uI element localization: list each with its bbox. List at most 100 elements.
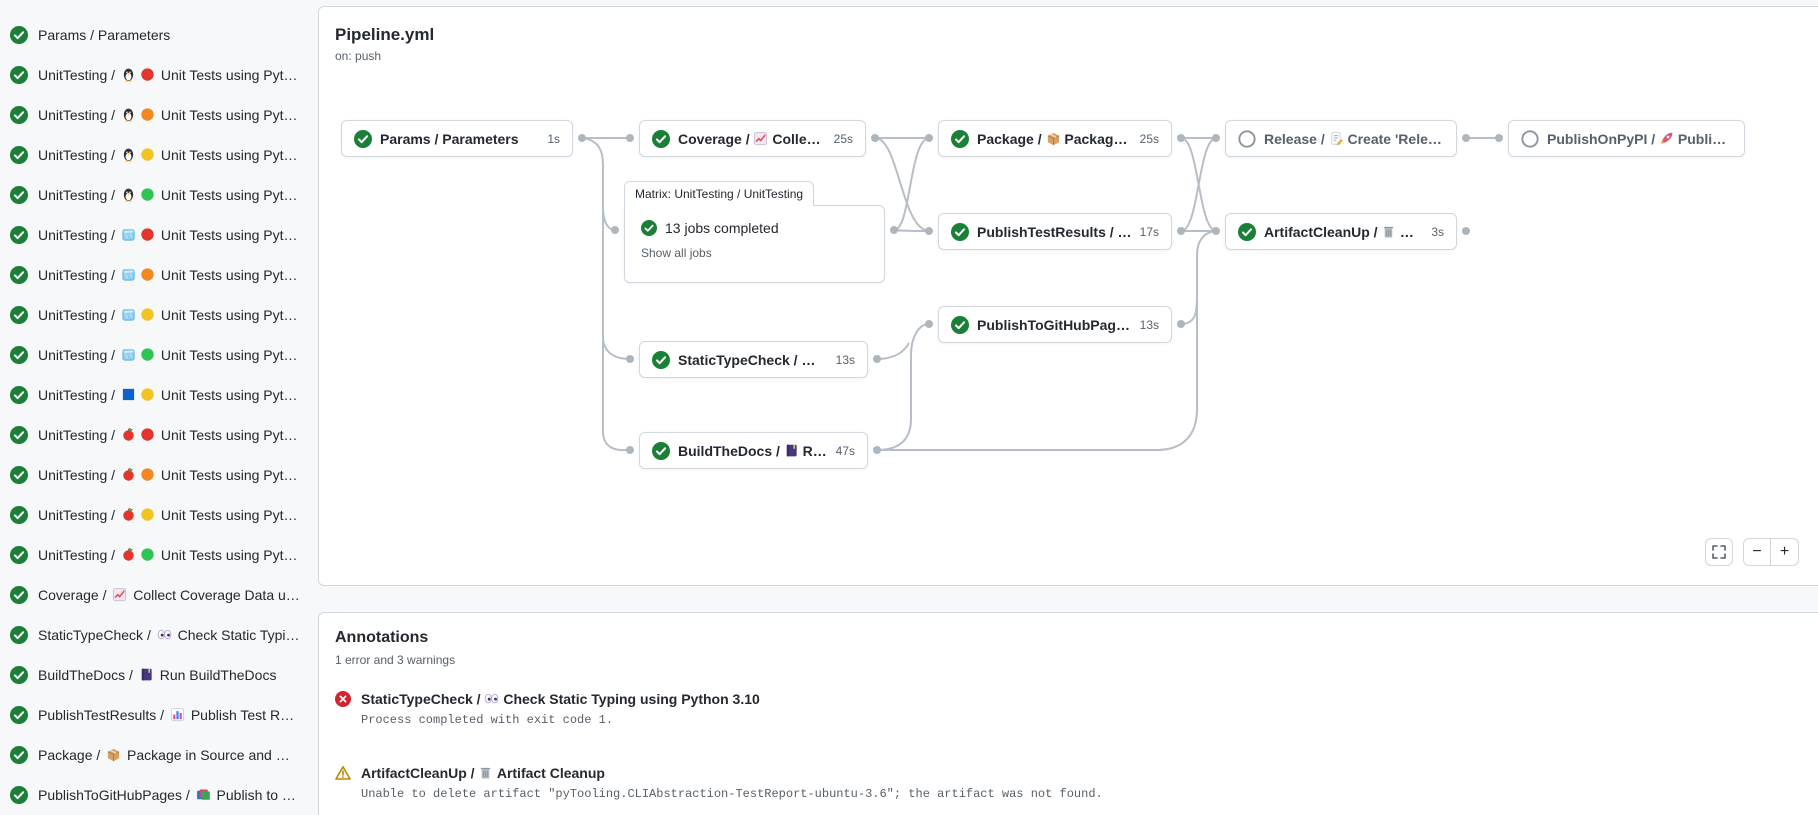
annotation-message: Process completed with exit code 1. — [361, 713, 614, 727]
sidebar-job-item[interactable]: Params / Parameters — [10, 15, 301, 55]
ice-cube-icon — [121, 267, 136, 282]
sidebar-job-item[interactable]: UnitTesting / Unit Tests using Pyth… — [10, 455, 301, 495]
node-publishTestResults[interactable]: PublishTestResults / Pu…17s — [938, 213, 1172, 250]
dot-yellow-icon — [140, 307, 155, 322]
sidebar-job-item[interactable]: UnitTesting / Unit Tests using Pyth… — [10, 535, 301, 575]
node-label: Release / Create 'Release P… — [1264, 130, 1444, 147]
sidebar-job-item[interactable]: PublishTestResults / Publish Test Resu… — [10, 695, 301, 735]
penguin-icon — [121, 187, 136, 202]
check-icon — [10, 226, 28, 244]
node-params[interactable]: Params / Parameters 1s — [341, 120, 573, 157]
sidebar-job-label: StaticTypeCheck / Check Static Typing… — [38, 627, 301, 643]
dot-yellow-icon — [140, 147, 155, 162]
check-icon — [10, 706, 28, 724]
dot-yellow-icon — [140, 507, 155, 522]
annotation-error: StaticTypeCheck / Check Static Typing us… — [335, 691, 1818, 745]
bar-chart-icon — [170, 707, 185, 722]
node-package[interactable]: Package / Package in So…25s — [938, 120, 1172, 157]
sidebar-job-label: UnitTesting / Unit Tests using Pyth… — [38, 267, 301, 283]
node-duration: 13s — [835, 352, 855, 367]
sidebar-job-item[interactable]: UnitTesting / Unit Tests using Pyth… — [10, 255, 301, 295]
dot-orange-icon — [140, 267, 155, 282]
check-icon — [10, 626, 28, 644]
dot-green-icon — [140, 347, 155, 362]
check-icon — [652, 350, 670, 369]
check-icon — [10, 346, 28, 364]
sidebar-job-label: PublishTestResults / Publish Test Resu… — [38, 707, 301, 723]
node-publishOnPyPI[interactable]: PublishOnPyPI / Publish to … — [1508, 120, 1745, 157]
check-icon — [10, 786, 28, 804]
sidebar-job-label: UnitTesting / Unit Tests using Pyth… — [38, 67, 301, 83]
sidebar-job-item[interactable]: StaticTypeCheck / Check Static Typing… — [10, 615, 301, 655]
matrix-tab: Matrix: UnitTesting / UnitTesting — [624, 181, 814, 206]
sidebar-job-item[interactable]: UnitTesting / Unit Tests using Pyth… — [10, 215, 301, 255]
check-icon — [10, 746, 28, 764]
sidebar-job-item[interactable]: UnitTesting / Unit Tests using Pyth… — [10, 375, 301, 415]
sidebar-job-item[interactable]: UnitTesting / Unit Tests using Pyth… — [10, 95, 301, 135]
annotations-panel: Annotations 1 error and 3 warnings Stati… — [318, 612, 1818, 815]
check-icon — [10, 426, 28, 444]
sidebar-job-item[interactable]: Coverage / Collect Coverage Data usi… — [10, 575, 301, 615]
annotation-title-link[interactable]: StaticTypeCheck / Check Static Typing us… — [335, 691, 1818, 707]
node-release[interactable]: Release / Create 'Release P… — [1225, 120, 1457, 157]
sidebar-job-label: UnitTesting / Unit Tests using Pyth… — [38, 187, 301, 203]
warning-triangle-icon — [335, 765, 351, 781]
skip-icon — [1238, 129, 1256, 148]
annotation-title-link[interactable]: ArtifactCleanUp / Artifact Cleanup — [335, 765, 1818, 781]
matrix-card[interactable]: 13 jobs completed Show all jobs — [624, 205, 885, 283]
zoom-out-button[interactable]: − — [1743, 538, 1771, 566]
node-duration: 47s — [835, 443, 855, 458]
check-icon — [1238, 222, 1256, 241]
sidebar-job-item[interactable]: UnitTesting / Unit Tests using Pyth… — [10, 415, 301, 455]
node-buildTheDocs[interactable]: BuildTheDocs / Run Buil…47s — [639, 432, 868, 469]
sidebar-job-item[interactable]: UnitTesting / Unit Tests using Pyth… — [10, 295, 301, 335]
sidebar-job-label: UnitTesting / Unit Tests using Pyth… — [38, 147, 301, 163]
sidebar-job-label: UnitTesting / Unit Tests using Pyth… — [38, 507, 301, 523]
blue-square-icon — [121, 387, 136, 402]
sidebar-job-label: BuildTheDocs / Run BuildTheDocs — [38, 667, 277, 683]
check-icon — [641, 220, 657, 236]
sidebar-job-label: UnitTesting / Unit Tests using Pyth… — [38, 347, 301, 363]
node-label: Package / Package in So… — [977, 130, 1132, 147]
penguin-icon — [121, 107, 136, 122]
node-label: Params / Parameters — [380, 130, 519, 147]
sidebar-job-label: Params / Parameters — [38, 27, 171, 43]
book-icon — [139, 667, 154, 682]
dot-orange-icon — [140, 107, 155, 122]
sidebar-job-label: UnitTesting / Unit Tests using Pyth… — [38, 107, 301, 123]
book-icon — [784, 443, 799, 458]
show-all-jobs-link[interactable]: Show all jobs — [641, 246, 712, 260]
sidebar-job-item[interactable]: UnitTesting / Unit Tests using Pyth… — [10, 135, 301, 175]
matrix-summary: 13 jobs completed — [665, 220, 779, 236]
dot-orange-icon — [140, 467, 155, 482]
workflow-trigger: on: push — [335, 49, 382, 63]
sidebar-job-item[interactable]: UnitTesting / Unit Tests using Pyth… — [10, 55, 301, 95]
penguin-icon — [121, 147, 136, 162]
check-icon — [951, 222, 969, 241]
check-icon — [10, 466, 28, 484]
sidebar-job-item[interactable]: UnitTesting / Unit Tests using Pyth… — [10, 335, 301, 375]
node-staticTypeCheck[interactable]: StaticTypeCheck / Chec…13s — [639, 341, 868, 378]
sidebar-job-item[interactable]: PublishToGitHubPages / Publish to G… — [10, 775, 301, 815]
sidebar-job-label: UnitTesting / Unit Tests using Pyth… — [38, 547, 301, 563]
sidebar-job-item[interactable]: Package / Package in Source and Wh… — [10, 735, 301, 775]
node-duration: 17s — [1139, 224, 1159, 239]
node-artifactCleanUp[interactable]: ArtifactCleanUp / Artifac…3s — [1225, 213, 1457, 250]
sidebar-job-item[interactable]: UnitTesting / Unit Tests using Pyth… — [10, 175, 301, 215]
dot-green-icon — [140, 187, 155, 202]
sidebar-job-item[interactable]: UnitTesting / Unit Tests using Pyth… — [10, 495, 301, 535]
node-duration: 1s — [547, 131, 560, 146]
package-box-icon — [1046, 131, 1061, 146]
graph-edges — [578, 134, 1503, 454]
fullscreen-button[interactable] — [1705, 538, 1733, 566]
penguin-icon — [121, 67, 136, 82]
node-coverage[interactable]: Coverage / Collect Cove…25s — [639, 120, 866, 157]
check-icon — [951, 129, 969, 148]
check-icon — [951, 315, 969, 334]
check-icon — [652, 129, 670, 148]
dot-red-icon — [140, 67, 155, 82]
sidebar-job-item[interactable]: BuildTheDocs / Run BuildTheDocs — [10, 655, 301, 695]
node-publishToGitHubPages[interactable]: PublishToGitHubPages / …13s — [938, 306, 1172, 343]
sidebar-job-label: UnitTesting / Unit Tests using Pyth… — [38, 467, 301, 483]
zoom-in-button[interactable]: + — [1771, 538, 1799, 566]
